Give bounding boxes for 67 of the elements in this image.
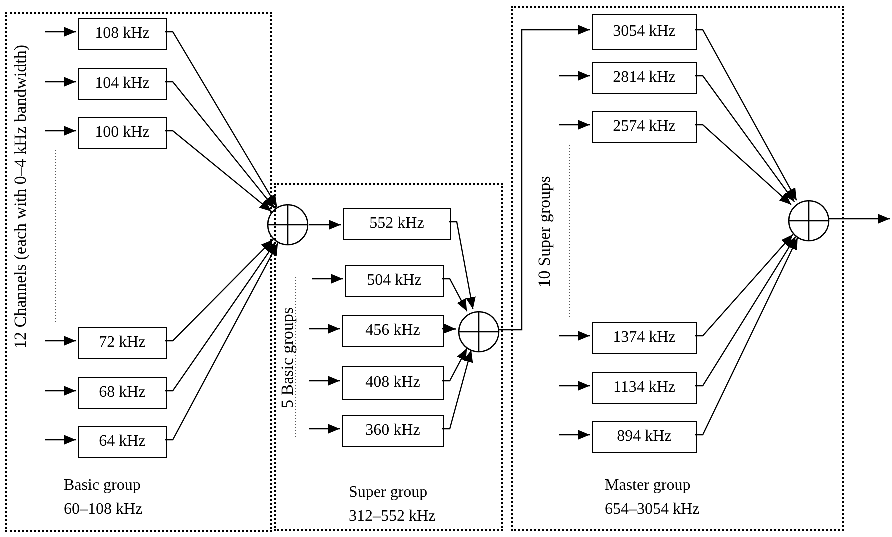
frequency-box: 72 kHz <box>78 327 167 359</box>
arrow <box>165 130 272 212</box>
arrow <box>312 274 343 284</box>
frequency-box: 408 kHz <box>342 366 444 400</box>
arrow <box>45 27 76 37</box>
arrow <box>45 336 76 346</box>
frequency-box: 68 kHz <box>78 377 167 409</box>
frequency-box: 3054 kHz <box>592 14 697 50</box>
arrow <box>442 350 474 430</box>
arrow <box>695 234 794 337</box>
frequency-box: 100 kHz <box>78 117 167 149</box>
group-caption: Basic group <box>64 476 141 496</box>
arrow <box>559 71 590 81</box>
frequency-box: 64 kHz <box>78 426 167 458</box>
group-caption: 60–108 kHz <box>64 500 143 520</box>
vertical-label: 12 Channels (each with 0–4 kHz bandwidth) <box>13 44 29 350</box>
arrow <box>559 430 590 440</box>
vertical-label: 5 Basic groups <box>280 307 296 409</box>
group-frame <box>274 183 503 531</box>
arrow <box>45 435 76 445</box>
frequency-box: 1134 kHz <box>592 372 697 404</box>
group-frame <box>511 6 844 531</box>
summing-junction <box>267 204 309 246</box>
group-caption: Super group <box>349 483 428 503</box>
summing-junction <box>458 311 500 353</box>
frequency-box: 2814 kHz <box>592 62 697 94</box>
arrow <box>559 331 590 341</box>
arrow <box>309 424 340 434</box>
arrow <box>449 221 476 310</box>
arrow <box>309 376 340 386</box>
group-frame <box>5 12 272 532</box>
arrow <box>45 77 76 87</box>
group-caption: Master group <box>605 476 691 496</box>
frequency-box: 894 kHz <box>592 421 697 453</box>
arrow <box>165 81 276 210</box>
vertical-label: 10 Super groups <box>537 176 553 288</box>
frequency-box: 1374 kHz <box>592 322 697 354</box>
arrow <box>165 31 278 208</box>
frequency-box: 504 kHz <box>345 265 444 297</box>
arrow <box>695 124 792 206</box>
group-caption: 312–552 kHz <box>349 507 436 527</box>
summing-junction <box>788 200 830 242</box>
arrow <box>165 240 274 342</box>
arrow <box>442 348 468 382</box>
arrow <box>498 25 590 331</box>
arrow <box>695 29 798 201</box>
arrow <box>442 324 456 334</box>
arrow <box>559 381 590 391</box>
frequency-box: 360 kHz <box>342 415 444 447</box>
arrow <box>165 243 279 441</box>
arrow <box>828 214 890 224</box>
arrow <box>165 242 277 392</box>
arrow <box>695 75 796 202</box>
arrow <box>309 324 340 334</box>
group-caption: 654–3054 kHz <box>605 500 700 520</box>
frequency-box: 456 kHz <box>342 315 444 347</box>
arrow <box>559 120 590 130</box>
arrow <box>45 386 76 396</box>
arrow <box>695 236 796 387</box>
arrow <box>695 238 798 436</box>
frequency-box: 104 kHz <box>78 68 167 100</box>
arrow <box>45 126 76 136</box>
arrow <box>309 220 341 230</box>
frequency-box: 2574 kHz <box>592 111 697 143</box>
frequency-box: 108 kHz <box>78 18 167 50</box>
frequency-box: 552 kHz <box>343 208 451 240</box>
arrow <box>442 278 468 312</box>
